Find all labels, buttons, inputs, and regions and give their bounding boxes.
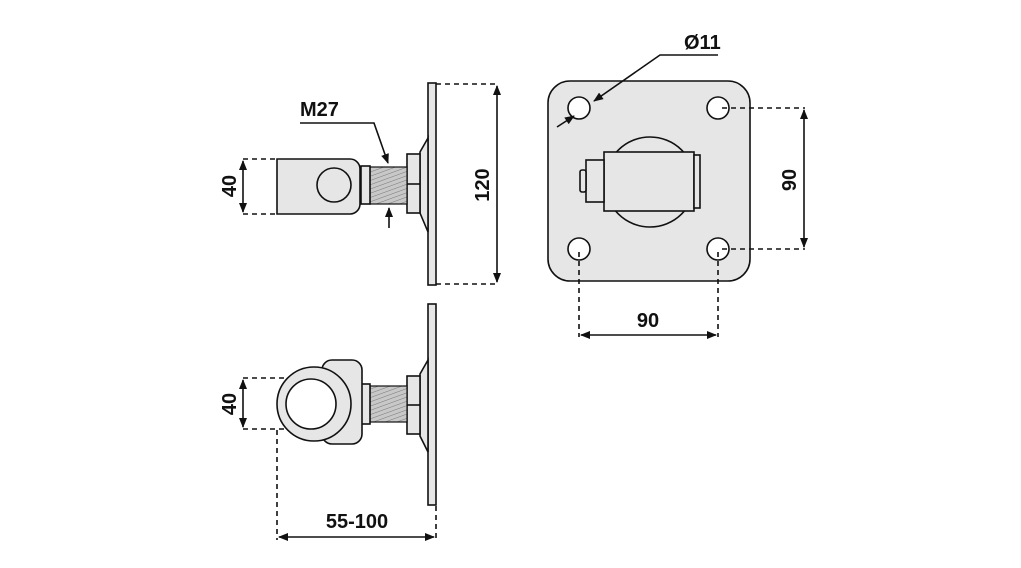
hole-diameter-label: Ø11: [684, 32, 721, 54]
mounting-plate-side: [427, 82, 437, 286]
hole-bottom-left: [567, 237, 591, 261]
collar: [360, 165, 371, 205]
dim-hole-spacing-horizontal: 90: [637, 310, 659, 332]
bolt-end: [579, 169, 587, 193]
cone: [419, 356, 429, 453]
eye-hole: [316, 167, 352, 203]
dim-projection-range: 55-100: [326, 511, 388, 533]
cone: [419, 134, 429, 233]
thread: [369, 166, 408, 205]
thread-size-label: M27: [300, 99, 339, 121]
dim-eye-width-bottom: 40: [219, 393, 241, 415]
mounting-plate-side: [427, 303, 437, 506]
side-view-eye-bolt: 40 120 M27: [219, 82, 501, 286]
dim-hole-spacing-vertical: 90: [779, 169, 801, 191]
dim-eye-width-top: 40: [219, 175, 241, 197]
hole-top-left: [567, 96, 591, 120]
ring-hole: [285, 378, 337, 430]
eye-block-front: [603, 151, 695, 212]
collar-front: [693, 154, 701, 209]
hole-top-right: [706, 96, 730, 120]
nut-front: [585, 159, 605, 203]
dim-plate-height: 120: [472, 168, 494, 201]
top-view-ring-bolt: 40 55-100: [219, 303, 437, 541]
front-view-plate: 90 90 Ø11: [547, 32, 808, 339]
thread: [369, 385, 408, 423]
hole-bottom-right: [706, 237, 730, 261]
